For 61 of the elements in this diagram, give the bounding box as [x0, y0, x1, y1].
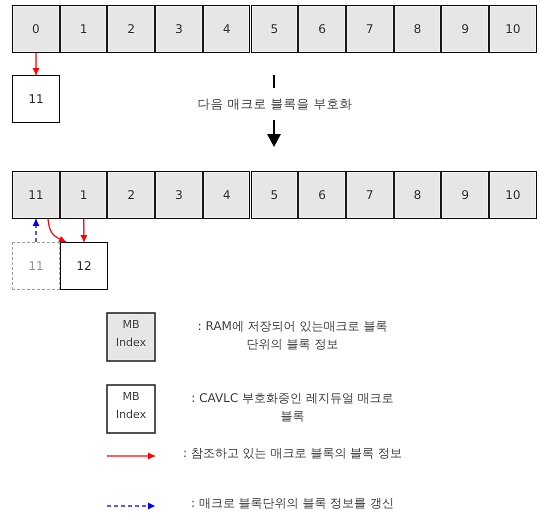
index-number: 5: [270, 22, 278, 36]
legend-text: : RAM에 저장되어 있는매크로 블록 단위의 블록 정보: [196, 318, 388, 353]
memory-cell: [441, 171, 489, 219]
memory-cell: [346, 171, 394, 219]
index-number: 4: [222, 188, 230, 202]
legend-box-text: MB Index: [114, 317, 148, 351]
index-number: 5: [270, 188, 278, 202]
index-number: 11: [28, 188, 44, 202]
legend-text: : 참조하고 있는 매크로 블록의 블록 정보: [182, 445, 403, 462]
arrow: [47, 218, 66, 243]
legend-text: : CAVLC 부호화중인 레지듀얼 매크로 블록: [190, 390, 395, 425]
index-number: 9: [461, 188, 469, 202]
legend-box-text: MB Index: [114, 389, 148, 423]
index-number: 3: [175, 22, 183, 36]
memory-cell: [250, 5, 298, 53]
index-number: 1: [80, 188, 88, 202]
index-number: 7: [366, 188, 374, 202]
memory-cell: [107, 5, 156, 53]
arrow: [32, 219, 40, 242]
memory-cell: [60, 171, 108, 219]
memory-cell: [155, 171, 203, 219]
index-number: 7: [366, 22, 374, 36]
step-caption: 다음 매크로 블록을 부호화: [196, 96, 354, 112]
index-number: 10: [505, 22, 520, 36]
index-number: 6: [318, 188, 326, 202]
arrow: [32, 53, 40, 75]
memory-cell: [12, 171, 60, 219]
index-number: 3: [175, 188, 183, 202]
memory-cell: [202, 171, 250, 219]
index-number: 0: [32, 22, 40, 36]
index-number: 4: [222, 22, 230, 36]
arrow: [80, 219, 88, 242]
memory-cell: [298, 5, 346, 53]
memory-cell: [60, 5, 108, 53]
index-number: 11: [28, 259, 44, 273]
memory-cell: [250, 171, 298, 219]
index-number: 8: [414, 188, 422, 202]
index-number: 8: [414, 22, 422, 36]
index-number: 2: [127, 22, 136, 36]
index-number: 10: [505, 188, 520, 202]
index-number: 1: [80, 22, 88, 36]
index-number: 9: [461, 22, 469, 36]
index-number: 6: [318, 22, 326, 36]
memory-cell: [394, 5, 442, 53]
memory-cell: [489, 171, 537, 219]
index-number: 12: [76, 259, 92, 273]
macroblock-box: [60, 242, 108, 290]
memory-cell: [202, 5, 250, 53]
macroblock-box: [12, 75, 60, 123]
memory-cell: [298, 171, 346, 219]
memory-cell: [107, 171, 156, 219]
memory-cell: [489, 5, 537, 53]
index-number: 11: [28, 92, 44, 106]
legend-text: : 매크로 블록단위의 블록 정보를 갱신: [190, 495, 396, 512]
memory-cell: [12, 5, 60, 53]
index-number: 2: [127, 188, 136, 202]
memory-cell: [394, 171, 442, 219]
memory-cell: [441, 5, 489, 53]
memory-cell: [346, 5, 394, 53]
previous-macroblock-box: [12, 242, 60, 290]
memory-cell: [155, 5, 203, 53]
